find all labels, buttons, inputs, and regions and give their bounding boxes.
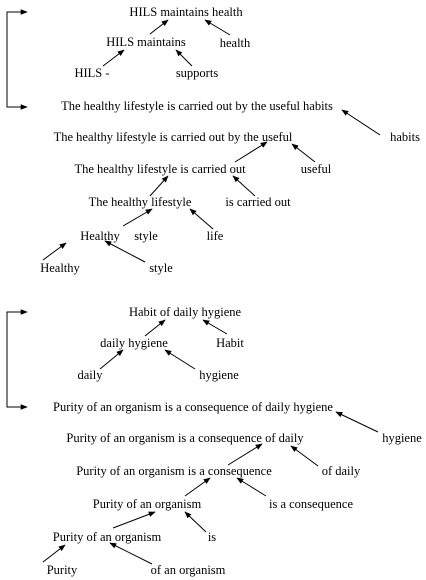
node-label: style — [149, 261, 173, 275]
node-label: Purity of an organism is a consequence o… — [66, 431, 304, 445]
node-label: HILS maintains — [106, 35, 186, 49]
node-label: Habit of daily hygiene — [128, 305, 242, 319]
arrow — [335, 411, 379, 433]
node-label: HILS - — [74, 66, 110, 80]
arrow — [184, 511, 207, 533]
arrow — [204, 19, 231, 36]
node-label: Purity of an organism is a consequence o… — [53, 400, 333, 414]
node-label: Healthy — [80, 229, 120, 243]
node-label: life — [206, 229, 224, 243]
node-label: hygiene — [382, 431, 422, 445]
node-label: health — [219, 36, 251, 50]
node-label: HILS maintains health — [129, 5, 243, 19]
node-label: Healthy — [40, 261, 80, 275]
node-label: The healthy lifestyle — [88, 195, 192, 209]
node-label: Purity of an organism is a consequence — [76, 464, 272, 478]
arrow — [236, 477, 267, 497]
node-label: Purity of an organism — [92, 497, 202, 511]
node-label: style — [134, 229, 158, 243]
arrow — [109, 542, 153, 565]
node-label: The healthy lifestyle is carried out — [74, 162, 246, 176]
arrow — [232, 175, 256, 197]
node-label: of an organism — [150, 563, 226, 577]
node-label: supports — [175, 66, 219, 80]
arrow — [202, 319, 228, 335]
arrow — [184, 477, 211, 497]
node-label: daily — [77, 368, 103, 382]
node-label: habits — [390, 130, 420, 144]
arrow — [112, 511, 156, 529]
arrow — [42, 242, 67, 261]
node-label: Purity — [46, 563, 78, 577]
node-label: The healthy lifestyle is carried out by … — [61, 99, 333, 113]
bracket-arrow — [6, 311, 25, 408]
node-label: hygiene — [199, 368, 239, 382]
arrow — [149, 175, 169, 197]
arrow — [122, 208, 153, 227]
node-label: is — [207, 530, 217, 544]
bracket-arrow — [6, 11, 25, 108]
node-label: is a consequence — [269, 497, 353, 511]
arrow — [104, 240, 146, 263]
arrow — [144, 319, 166, 337]
node-label: daily hygiene — [100, 336, 168, 350]
node-label: Habit — [216, 336, 244, 350]
arrow — [290, 445, 319, 467]
arrow — [99, 349, 124, 370]
node-label: is carried out — [225, 195, 291, 209]
arrow — [291, 143, 316, 163]
arrow — [227, 443, 263, 466]
node-label: Purity of an organism — [52, 530, 162, 544]
node-label: useful — [300, 162, 332, 176]
arrow — [234, 141, 268, 163]
node-label: of daily — [321, 464, 361, 478]
node-label: The healthy lifestyle is carried out by … — [53, 130, 293, 144]
arrow — [341, 109, 381, 136]
arrow — [149, 19, 169, 35]
arrow — [164, 349, 196, 370]
arrow — [102, 49, 125, 67]
arrow — [175, 49, 193, 67]
arrow — [189, 208, 214, 230]
arrow — [42, 544, 66, 563]
